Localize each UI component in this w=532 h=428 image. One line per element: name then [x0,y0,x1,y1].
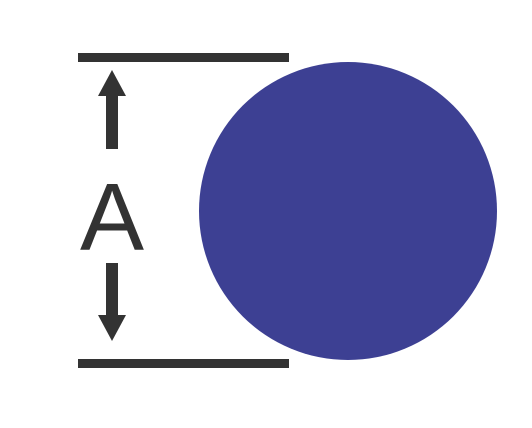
circle-shape [199,62,497,360]
arrow-down-icon [98,263,126,341]
dimension-label: A [80,164,144,271]
top-reference-line [78,53,289,62]
arrow-up-icon [98,70,126,149]
bottom-reference-line [78,359,289,368]
